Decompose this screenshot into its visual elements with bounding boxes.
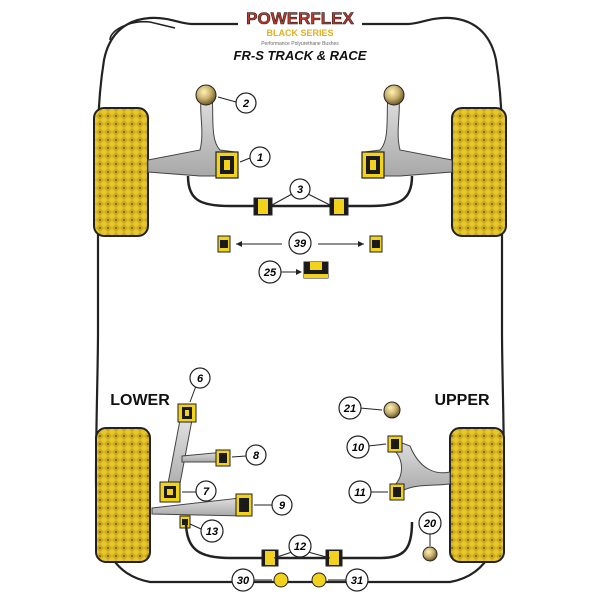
svg-text:3: 3 xyxy=(297,184,303,196)
rear-arb-bush-right xyxy=(325,549,343,567)
svg-text:30: 30 xyxy=(237,575,250,587)
bush-8 xyxy=(215,449,231,467)
callout-20: 20 xyxy=(418,511,442,546)
callout-1: 1 xyxy=(239,146,271,168)
front-left-tyre xyxy=(93,107,149,237)
bush-30 xyxy=(273,572,289,588)
callout-13: 13 xyxy=(189,519,224,543)
svg-text:1: 1 xyxy=(257,152,263,164)
bush-11 xyxy=(389,483,405,501)
callout-10: 10 xyxy=(346,435,387,459)
front-right-arm-bush xyxy=(361,151,385,179)
svg-text:13: 13 xyxy=(206,526,218,538)
front-right-ball-joint xyxy=(383,84,405,106)
diagram-title: FR-S TRACK & RACE xyxy=(234,48,367,63)
svg-text:21: 21 xyxy=(343,403,356,415)
label-upper: UPPER xyxy=(434,392,490,409)
callout-25: 25 xyxy=(258,260,282,284)
callout-12: 12 xyxy=(273,534,331,559)
callout-8: 8 xyxy=(231,444,267,466)
callout-11: 11 xyxy=(348,480,388,504)
svg-text:39: 39 xyxy=(294,238,307,250)
svg-text:7: 7 xyxy=(203,486,210,498)
rear-arb-bush-left xyxy=(261,549,279,567)
bush-6 xyxy=(177,403,197,423)
svg-text:31: 31 xyxy=(351,575,363,587)
callout-39: 39 xyxy=(288,231,312,255)
bush-39-left xyxy=(217,235,231,253)
rear-anti-roll-bar xyxy=(184,521,414,560)
callout-7: 7 xyxy=(182,480,217,502)
label-lower: LOWER xyxy=(110,392,170,409)
front-arb-bush-left xyxy=(253,197,273,216)
bush-20 xyxy=(422,546,438,562)
rear-left-tyre xyxy=(95,427,151,563)
brand-tagline: Performance Polyurethane Bushes xyxy=(261,41,339,47)
powerflex-logo: POWERFLEX BLACK SERIES Performance Polyu… xyxy=(238,8,362,47)
svg-text:9: 9 xyxy=(279,500,286,512)
rear-right-tyre xyxy=(449,427,505,563)
bush-7 xyxy=(159,481,181,503)
callout-3: 3 xyxy=(271,178,331,206)
svg-text:12: 12 xyxy=(294,541,306,553)
svg-text:2: 2 xyxy=(242,98,249,110)
svg-text:20: 20 xyxy=(423,518,437,530)
front-right-tyre xyxy=(451,107,507,237)
bush-10 xyxy=(387,435,403,453)
rear-upper-arm xyxy=(393,439,451,495)
svg-text:8: 8 xyxy=(253,450,260,462)
front-left-ball-joint xyxy=(195,84,217,106)
bush-31 xyxy=(311,572,327,588)
svg-text:11: 11 xyxy=(354,487,365,499)
bush-9 xyxy=(235,493,253,517)
svg-text:6: 6 xyxy=(197,373,204,385)
car-body-outline xyxy=(94,16,506,584)
callout-21: 21 xyxy=(338,396,383,420)
callout-31: 31 xyxy=(328,568,369,592)
bush-25 xyxy=(303,261,329,279)
callout-30: 30 xyxy=(231,568,272,592)
front-arb-bush-right xyxy=(329,197,349,216)
bush-39-right xyxy=(369,235,383,253)
callout-6: 6 xyxy=(189,367,211,403)
callout-2: 2 xyxy=(217,92,257,114)
brand-series: BLACK SERIES xyxy=(266,28,333,38)
svg-text:10: 10 xyxy=(352,442,365,454)
brand-name: POWERFLEX xyxy=(246,9,354,28)
front-anti-roll-bar xyxy=(186,175,414,208)
bush-21 xyxy=(383,401,401,419)
front-left-arm-bush xyxy=(215,151,239,179)
callout-9: 9 xyxy=(254,494,293,516)
svg-text:25: 25 xyxy=(263,267,277,279)
